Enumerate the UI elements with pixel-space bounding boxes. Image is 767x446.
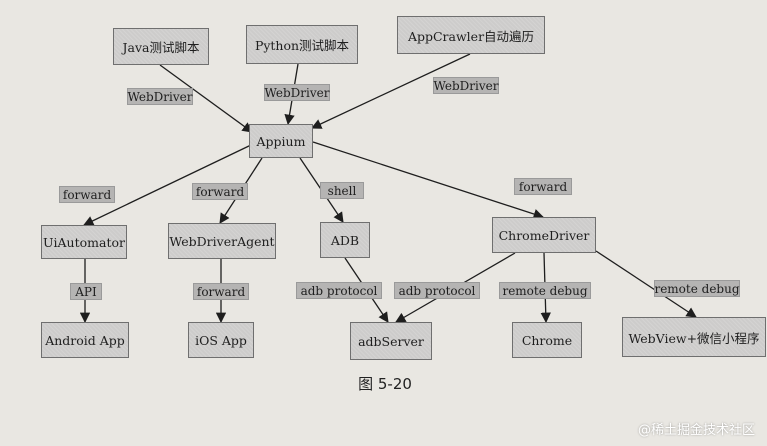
forward-label-chromedriver: forward xyxy=(514,178,572,195)
edge-java_scripts-to-appium xyxy=(159,64,253,133)
forward-label-ios: forward xyxy=(193,283,249,300)
webdriver-label-python: WebDriver xyxy=(264,84,330,101)
watermark: @稀土掘金技术社区 xyxy=(637,423,755,438)
webdriver-label-java: WebDriver xyxy=(127,88,193,105)
adb-node: ADB xyxy=(320,222,370,258)
appcrawler-node: AppCrawler自动遍历 xyxy=(397,16,545,54)
python-scripts-node: Python测试脚本 xyxy=(246,25,358,64)
appium-node: Appium xyxy=(249,124,313,158)
forward-label-uiautomator: forward xyxy=(59,186,115,203)
figure-caption: 图 5-20 xyxy=(358,374,412,393)
edge-appium-to-uiautomator xyxy=(83,144,252,226)
edge-appcrawler-to-appium xyxy=(311,53,471,129)
edge-appium-to-chromedriver xyxy=(312,141,544,220)
adbserver-node: adbServer xyxy=(350,322,432,360)
adb-protocol-label-adb: adb protocol xyxy=(296,282,382,299)
uiautomator-node: UiAutomator xyxy=(41,225,127,259)
shell-label-adb: shell xyxy=(320,182,364,199)
webview-node: WebView+微信小程序 xyxy=(622,317,766,357)
chromedriver-node: ChromeDriver xyxy=(492,217,596,253)
chrome-node: Chrome xyxy=(512,322,582,358)
forward-label-webdriveragent: forward xyxy=(192,183,248,200)
remote-debug-label-webview: remote debug xyxy=(654,280,740,297)
android-app-node: Android App xyxy=(41,322,129,358)
remote-debug-label-chrome: remote debug xyxy=(499,282,591,299)
edge-chromedriver-to-webview xyxy=(595,250,697,318)
webdriveragent-node: WebDriverAgent xyxy=(168,223,276,259)
ios-app-node: iOS App xyxy=(188,322,254,358)
api-label-android: API xyxy=(70,283,102,300)
webdriver-label-appcrawler: WebDriver xyxy=(433,77,499,94)
java-scripts-node: Java测试脚本 xyxy=(113,28,209,65)
adb-protocol-label-chromedriver: adb protocol xyxy=(394,282,480,299)
